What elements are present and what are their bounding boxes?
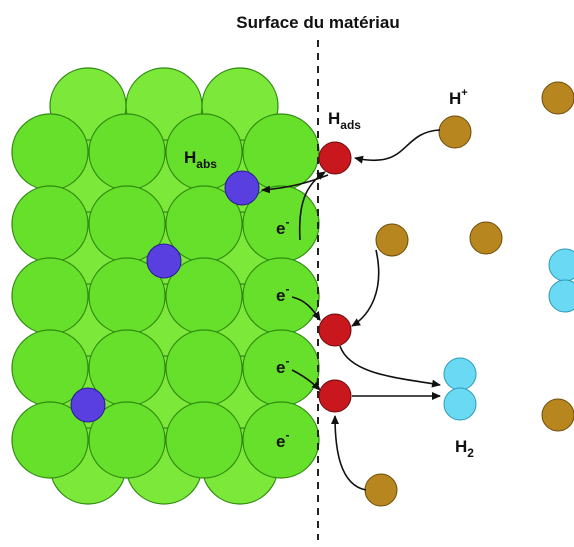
label-h-plus: H+ bbox=[449, 87, 468, 108]
label-h-ads: Hads bbox=[328, 109, 361, 132]
reaction-arrows bbox=[261, 129, 441, 491]
proton bbox=[541, 398, 574, 432]
h-ads-atom bbox=[318, 379, 352, 413]
h-abs-atom bbox=[224, 170, 260, 206]
metal-atom bbox=[88, 401, 166, 479]
proton bbox=[469, 221, 503, 255]
h2-molecule-partial bbox=[548, 248, 574, 313]
diagram-title: Surface du matériau bbox=[236, 13, 399, 32]
label-electron: e- bbox=[276, 282, 289, 305]
h2-molecule bbox=[443, 357, 477, 421]
label-h-abs: Habs bbox=[184, 148, 217, 171]
metal-atom bbox=[11, 257, 89, 335]
arrow-proton-to-hads bbox=[354, 129, 441, 164]
proton bbox=[364, 473, 398, 507]
metal-atom bbox=[11, 185, 89, 263]
metal-atom bbox=[11, 401, 89, 479]
metal-lattice-front bbox=[11, 113, 320, 479]
arrow-proton-to-hads-bottom bbox=[331, 415, 367, 491]
metal-atom bbox=[165, 329, 243, 407]
h-ads-atom bbox=[318, 141, 352, 175]
metal-atom bbox=[11, 113, 89, 191]
metal-atom bbox=[88, 113, 166, 191]
h-abs-atom bbox=[70, 387, 106, 423]
proton bbox=[541, 81, 574, 115]
label-electron: e- bbox=[276, 215, 289, 238]
h-ads-atom bbox=[318, 313, 352, 347]
proton bbox=[375, 223, 409, 257]
arrow-proton-to-hads-mid bbox=[351, 249, 380, 327]
proton bbox=[438, 115, 472, 149]
label-electron: e- bbox=[276, 354, 289, 377]
h-abs-atom bbox=[146, 243, 182, 279]
arrow-electron-to-hads-top bbox=[298, 171, 326, 241]
arrow-electron-to-hads-mid bbox=[291, 296, 321, 321]
metal-atom bbox=[242, 401, 320, 479]
arrow-hads-to-h2-mid bbox=[339, 345, 441, 388]
arrow-electron-to-hads-bottom bbox=[291, 369, 321, 391]
metal-atom bbox=[165, 401, 243, 479]
label-electron: e- bbox=[276, 428, 289, 451]
label-h2: H2 bbox=[455, 437, 474, 460]
